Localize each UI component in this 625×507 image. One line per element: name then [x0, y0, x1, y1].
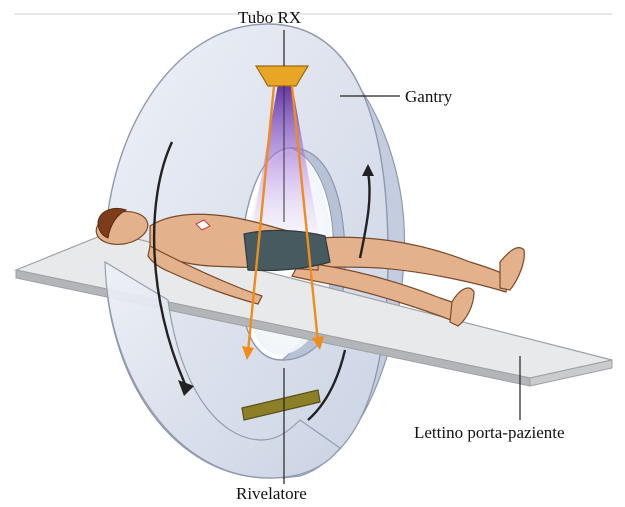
- xray-tube-label: Tubo RX: [238, 9, 301, 26]
- gantry-label: Gantry: [405, 88, 452, 105]
- patient-table-label: Lettino porta-paziente: [414, 424, 565, 441]
- detector-label: Rivelatore: [236, 485, 307, 502]
